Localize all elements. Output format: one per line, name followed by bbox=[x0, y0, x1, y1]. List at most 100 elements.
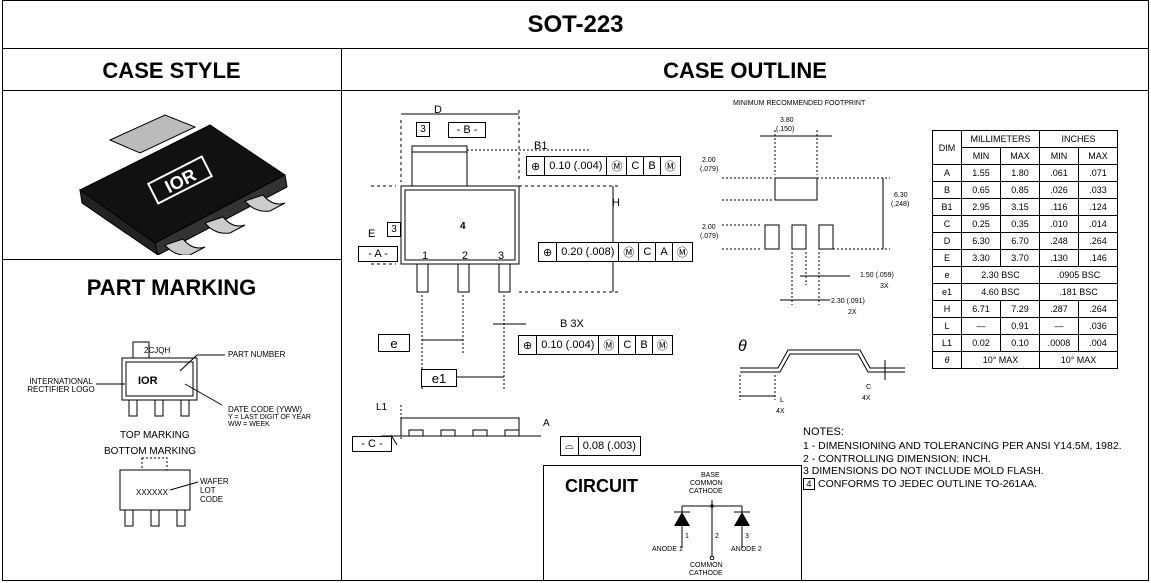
dim-b1-label: B1 bbox=[534, 140, 548, 152]
circuit-pin-1: 1 bbox=[685, 533, 689, 540]
case-outline-heading: CASE OUTLINE bbox=[663, 58, 827, 83]
fp-h2: 2.00 bbox=[702, 224, 716, 231]
diode-1-symbol bbox=[674, 512, 690, 526]
notes-list: 1 - DIMENSIONING AND TOLERANCING PER ANS… bbox=[803, 440, 1122, 490]
case-style-heading: CASE STYLE bbox=[102, 58, 241, 83]
dim-h-label: H bbox=[612, 197, 620, 209]
dimension-table: DIM MILLIMETERS INCHES MIN MAX MIN MAX A… bbox=[932, 130, 1118, 369]
dim-l-label: L bbox=[780, 397, 784, 404]
pin-2-lead bbox=[457, 263, 470, 293]
pad-tab bbox=[774, 177, 818, 201]
lead-2 bbox=[204, 216, 246, 234]
pin-3-label: 3 bbox=[498, 250, 505, 262]
note-3-ref: 3 bbox=[416, 122, 430, 137]
circuit-box bbox=[543, 465, 802, 581]
coplanarity-tolerance: ⌓0.08 (.003) bbox=[560, 436, 641, 456]
dim-c-count: 4X bbox=[862, 395, 871, 402]
date-week-label: WW = WEEK bbox=[228, 421, 270, 428]
part-marking-heading: PART MARKING bbox=[86, 275, 257, 300]
table-header-in: INCHES bbox=[1039, 130, 1118, 148]
tab-lead bbox=[108, 114, 197, 154]
table-subheader: MIN bbox=[1039, 147, 1079, 165]
circuit-heading: CIRCUIT bbox=[565, 476, 638, 496]
dim-e-pitch: e bbox=[378, 334, 410, 352]
dim-d-label: D bbox=[434, 104, 442, 116]
fp-total-in: (.248) bbox=[891, 201, 910, 208]
table-header-dim: DIM bbox=[932, 130, 962, 165]
footprint-title: MINIMUM RECOMMENDED FOOTPRINT bbox=[733, 100, 866, 107]
divider bbox=[2, 48, 1149, 49]
notes-heading: NOTES: bbox=[803, 426, 844, 438]
table-subheader: MAX bbox=[1000, 147, 1040, 165]
table-row: L—0.91—.036 bbox=[932, 317, 1118, 335]
part-marking-diagram bbox=[96, 341, 225, 527]
dim-l-count: 4X bbox=[776, 408, 785, 415]
pin-1-label: 1 bbox=[422, 250, 429, 262]
marking-logo: IOR bbox=[138, 375, 158, 387]
page-title: SOT-223 bbox=[527, 11, 624, 38]
datum-c: - C - bbox=[352, 436, 392, 452]
note-1: 1 - DIMENSIONING AND TOLERANCING PER ANS… bbox=[803, 440, 1122, 452]
datum-b: - B - bbox=[448, 122, 486, 138]
outline-drawing bbox=[371, 110, 621, 446]
top-marking-label: TOP MARKING bbox=[120, 430, 190, 441]
note-2: 2 - CONTROLLING DIMENSION: INCH. bbox=[803, 452, 991, 465]
pin-1-lead bbox=[416, 263, 429, 293]
pin-3-lead bbox=[498, 263, 511, 293]
fp-total: 6.30 bbox=[894, 192, 908, 199]
fp-pad: 1.50 (.059) bbox=[860, 272, 894, 279]
bottom-marking-label: BOTTOM MARKING bbox=[104, 446, 197, 457]
circuit-schematic bbox=[674, 500, 750, 560]
pad-1 bbox=[764, 224, 780, 250]
datum-a: - A - bbox=[358, 246, 398, 262]
note-3: 3 DIMENSIONS DO NOT INCLUDE MOLD FLASH. bbox=[803, 465, 1044, 477]
pin-2-label: 2 bbox=[462, 250, 469, 262]
circuit-bottom-common: COMMON bbox=[690, 562, 723, 569]
circuit-anode-1: ANODE 1 bbox=[652, 546, 683, 553]
dim-a-label: A bbox=[543, 418, 550, 429]
dim-b3x-label: B 3X bbox=[560, 318, 584, 330]
table-subheader: MIN bbox=[961, 147, 1001, 165]
footprint-drawing bbox=[722, 130, 890, 305]
fp-width-in: (.150) bbox=[776, 126, 795, 133]
divider bbox=[2, 259, 341, 260]
pin-4-label: 4 bbox=[460, 221, 466, 232]
circuit-common-label: COMMON bbox=[690, 480, 723, 487]
fp-pitch: 2.30 (.091) bbox=[831, 298, 865, 305]
note-4-text: CONFORMS TO JEDEC OUTLINE TO-261AA. bbox=[818, 477, 1038, 490]
circuit-pin-3: 3 bbox=[745, 533, 749, 540]
wafer-lot-label: WAFER LOT CODE bbox=[200, 477, 229, 504]
diode-2-symbol bbox=[734, 512, 750, 526]
lead-3 bbox=[244, 194, 286, 212]
dim-e1-pitch: e1 bbox=[421, 369, 457, 387]
logo-label: INTERNATIONAL RECTIFIER LOGO bbox=[27, 377, 95, 394]
package-3d-image: IOR bbox=[79, 114, 288, 255]
circuit-anode-2: ANODE 2 bbox=[731, 546, 762, 553]
lot-code: XXXXXX bbox=[136, 488, 169, 497]
circuit-pin-2: 2 bbox=[715, 533, 719, 540]
dim-e-label: E bbox=[368, 228, 376, 240]
fp-h2-in: (.079) bbox=[700, 233, 719, 240]
note-3-ref-e: 3 bbox=[387, 222, 401, 237]
theta-label: θ bbox=[738, 338, 747, 355]
fp-pad-count: 3X bbox=[880, 283, 889, 290]
note-4-number: 4 bbox=[803, 477, 815, 490]
divider bbox=[341, 48, 342, 581]
lead-side-view bbox=[739, 349, 905, 400]
part-code: 2CJQH bbox=[144, 346, 171, 355]
date-code-label: DATE CODE (YWW) bbox=[228, 405, 303, 414]
